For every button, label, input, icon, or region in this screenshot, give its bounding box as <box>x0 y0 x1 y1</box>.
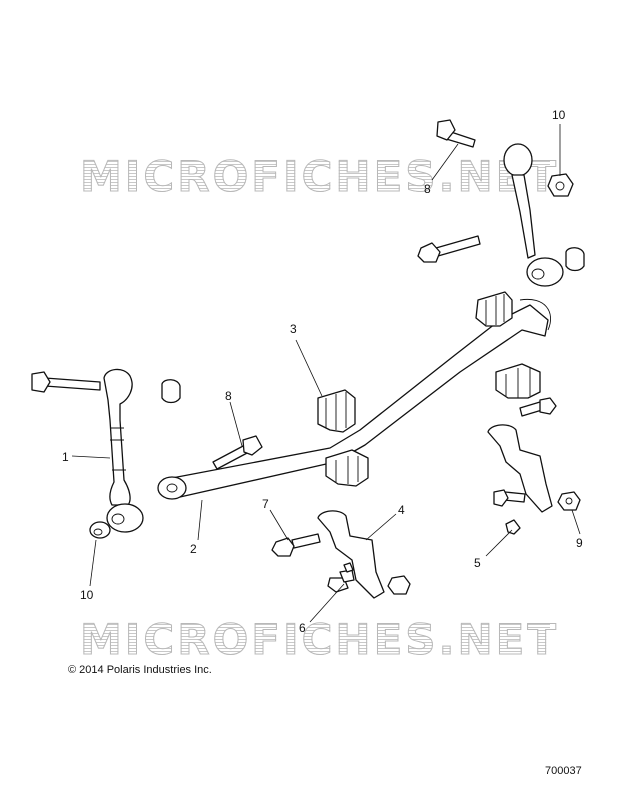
nut-10-right <box>547 173 574 197</box>
nut-10-left <box>89 521 111 539</box>
callout-3: 3 <box>290 322 297 336</box>
callout-1: 1 <box>62 450 69 464</box>
callout-8-lower: 8 <box>225 389 232 403</box>
bolt-8-lower <box>212 435 263 470</box>
callout-4: 4 <box>398 503 405 517</box>
bracket-right <box>487 424 553 513</box>
callout-10-right: 10 <box>552 108 566 122</box>
link-part-1 <box>103 368 144 533</box>
bushing-lower-center <box>325 449 369 487</box>
bracket-part-4 <box>317 510 385 599</box>
leader-lines <box>71 124 581 623</box>
link-upper-right <box>503 143 564 287</box>
callout-2: 2 <box>190 542 197 556</box>
grease-fitting-5 <box>505 519 521 535</box>
nut-9 <box>557 491 581 511</box>
cap-right <box>565 247 585 272</box>
watermark-top: MICROFICHES.NET <box>80 152 559 202</box>
document-number: 700037 <box>545 765 582 777</box>
callout-8-upper: 8 <box>424 182 431 196</box>
bushing-part-3 <box>317 389 356 433</box>
watermark-bottom: MICROFICHES.NET <box>80 615 559 665</box>
bushing-lower-right <box>495 363 541 399</box>
bolt-left-upper <box>31 371 101 393</box>
stabilizer-bar <box>157 298 552 500</box>
callout-6: 6 <box>299 621 306 635</box>
bolt-6 <box>327 562 355 593</box>
bar-bushing-upper <box>475 291 513 327</box>
callout-5: 5 <box>474 556 481 570</box>
callout-7: 7 <box>262 497 269 511</box>
bolt-bar-upper <box>417 235 481 263</box>
bolt-8-upper <box>436 119 476 148</box>
cap-left <box>161 379 181 404</box>
bolt-right-bracket <box>519 397 557 417</box>
callout-9: 9 <box>576 536 583 550</box>
nut-near-6 <box>387 575 411 595</box>
bolt-7 <box>271 533 321 557</box>
bolt-right-lower <box>493 489 526 507</box>
copyright-notice: © 2014 Polaris Industries Inc. <box>68 664 212 676</box>
callout-10-left: 10 <box>80 588 94 602</box>
